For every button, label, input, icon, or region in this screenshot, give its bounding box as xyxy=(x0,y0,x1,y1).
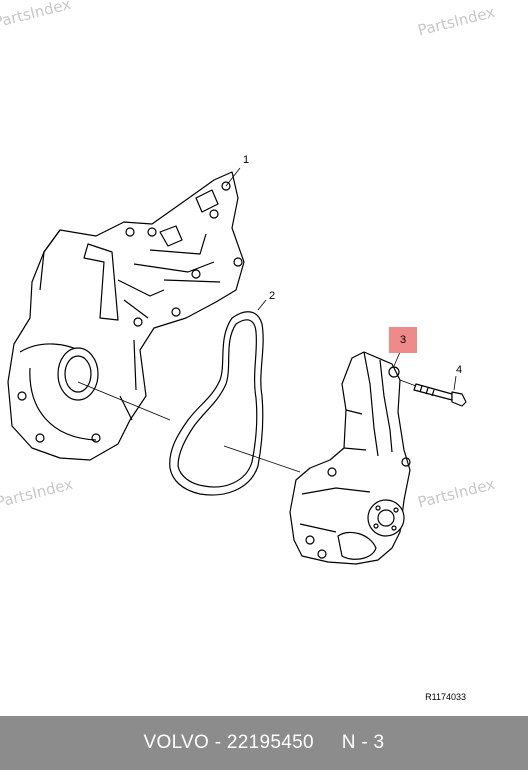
water-pump-part xyxy=(289,351,411,565)
callout-3: 3 xyxy=(399,334,407,346)
leader-lines xyxy=(225,167,457,391)
bolt-part xyxy=(413,383,467,407)
footer-gap xyxy=(314,732,342,754)
callout-2: 2 xyxy=(269,290,276,302)
callout-1: 1 xyxy=(243,154,250,166)
footer-position: N - 3 xyxy=(341,732,385,753)
assembly-centerlines xyxy=(77,379,417,473)
gasket-part xyxy=(169,311,264,496)
footer-bar: VOLVO - 22195450 N - 3 xyxy=(0,716,528,770)
diagram-reference-code: R1174033 xyxy=(425,692,466,702)
callout-3-highlight: 3 xyxy=(389,327,417,353)
housing-cover-part xyxy=(7,171,245,461)
footer-separator: - xyxy=(209,732,227,753)
callout-4: 4 xyxy=(456,364,463,376)
footer-part-number: 22195450 xyxy=(226,732,314,753)
exploded-parts-diagram xyxy=(7,167,467,565)
footer-brand: VOLVO xyxy=(143,732,210,753)
